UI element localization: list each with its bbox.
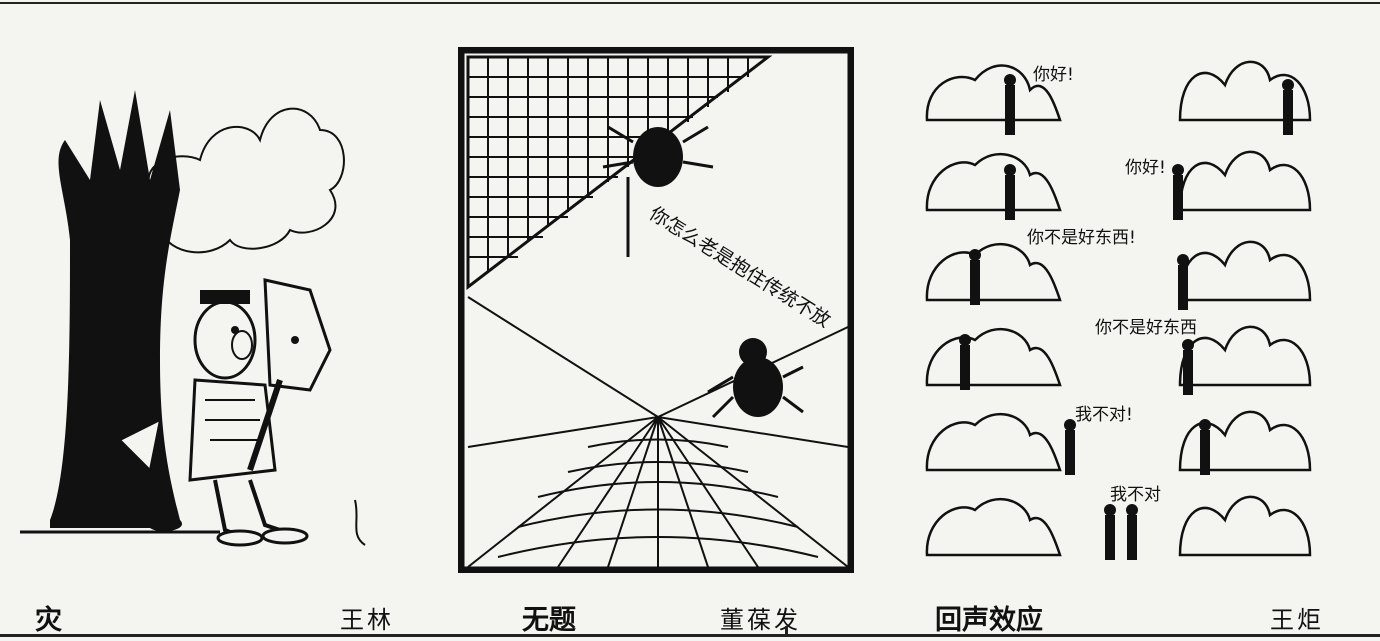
bubble-5: 我不对! <box>1075 405 1133 425</box>
cartoon-3-title: 回声效应 <box>935 605 1043 636</box>
cartoon-1-author: 王林 <box>340 606 394 634</box>
cartoon-disaster <box>20 90 366 547</box>
spider-top <box>602 125 714 257</box>
top-border <box>0 2 1380 4</box>
cartoon-3-author: 王炬 <box>1270 606 1324 634</box>
bottom-divider-tick <box>785 626 788 636</box>
bubble-3: 你不是好东西! <box>1027 228 1136 248</box>
cartoon-1-title: 灾 <box>35 605 62 636</box>
cartoon-untitled: 你怎么老是抱住传统不放 <box>458 47 854 573</box>
bubble-4: 你不是好东西 <box>1095 318 1197 338</box>
spider-web <box>467 296 849 568</box>
cartoon-echo-effect: 你好! 你好! 你不是好东西! 你不是好东西 我不对! 我不对 <box>925 60 1312 560</box>
bottom-border <box>0 634 1380 637</box>
bubble-6: 我不对 <box>1110 485 1161 505</box>
bubble-2: 你好! <box>1125 158 1166 178</box>
spider-bottom <box>707 338 804 419</box>
axe <box>247 278 332 471</box>
echo-figures <box>959 74 1294 560</box>
bubble-1: 你好! <box>1033 65 1074 85</box>
tree-trunk <box>50 90 183 532</box>
cartoon-2-author: 董葆发 <box>720 606 801 634</box>
cartoon-2-title: 无题 <box>522 605 576 636</box>
